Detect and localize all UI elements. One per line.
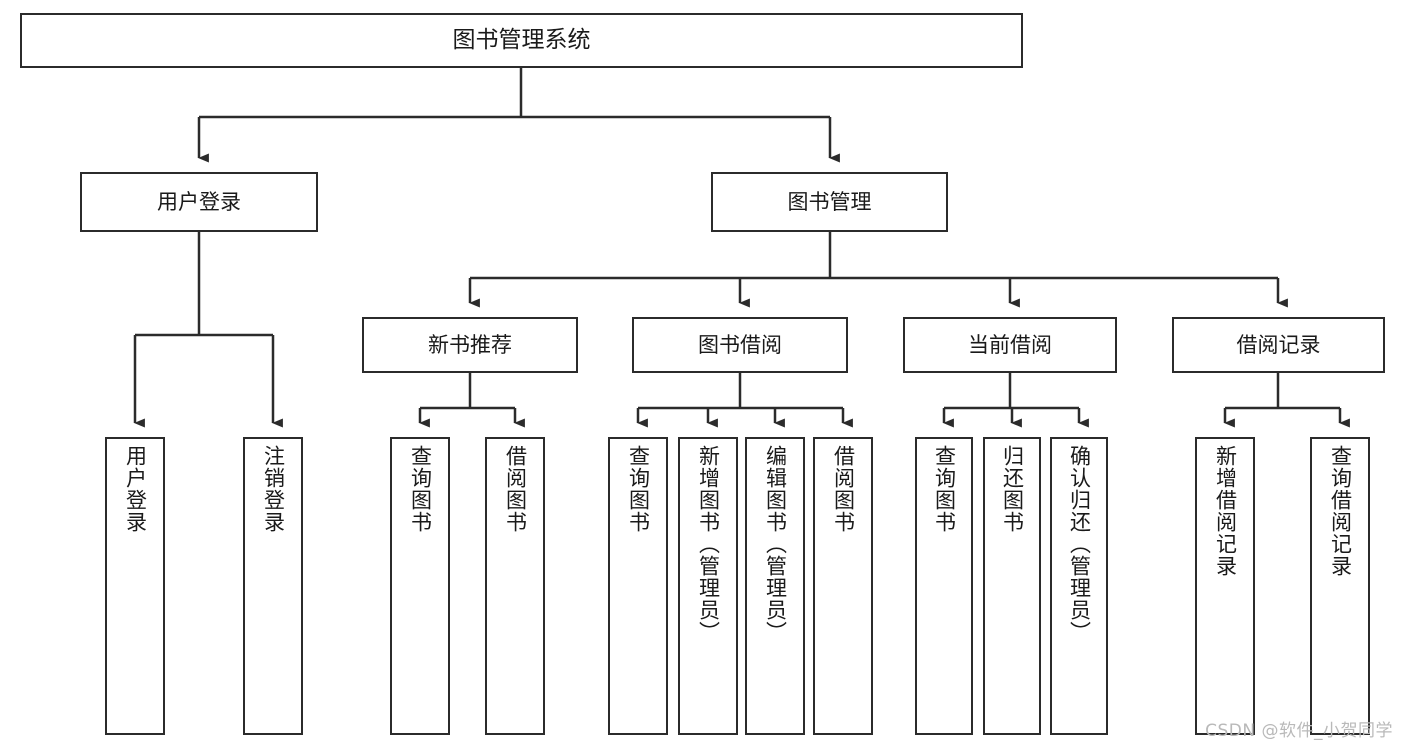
node-borrow-record[interactable]: 借阅记录 [1172, 317, 1385, 373]
leaf-query-book-3[interactable]: 查询图书 [915, 437, 973, 735]
node-root-label: 图书管理系统 [452, 26, 591, 53]
csdn-watermark: CSDN @软件_小贺同学 [1205, 721, 1393, 741]
leaf-add-book-label: 新增图书（管理员） [696, 445, 721, 643]
node-user-login[interactable]: 用户登录 [80, 172, 318, 232]
leaf-borrow-book-2-label: 借阅图书 [831, 445, 856, 533]
node-book-borrow[interactable]: 图书借阅 [632, 317, 848, 373]
node-user-login-label: 用户登录 [157, 189, 241, 214]
leaf-add-record-label: 新增借阅记录 [1213, 445, 1238, 577]
leaf-query-record[interactable]: 查询借阅记录 [1310, 437, 1370, 735]
leaf-return-book-label: 归还图书 [1000, 445, 1025, 533]
leaf-logout-label: 注销登录 [261, 445, 286, 533]
leaf-return-book[interactable]: 归还图书 [983, 437, 1041, 735]
node-root[interactable]: 图书管理系统 [20, 13, 1023, 68]
leaf-query-book-3-label: 查询图书 [932, 445, 957, 533]
leaf-user-login[interactable]: 用户登录 [105, 437, 165, 735]
node-borrow-record-label: 借阅记录 [1236, 332, 1321, 357]
leaf-user-login-label: 用户登录 [123, 445, 148, 533]
leaf-query-book-1-label: 查询图书 [408, 445, 433, 533]
node-current-borrow[interactable]: 当前借阅 [903, 317, 1117, 373]
leaf-query-book-2-label: 查询图书 [626, 445, 651, 533]
leaf-borrow-book-1[interactable]: 借阅图书 [485, 437, 545, 735]
leaf-confirm-return[interactable]: 确认归还（管理员） [1050, 437, 1108, 735]
leaf-confirm-return-label: 确认归还（管理员） [1067, 445, 1092, 643]
node-book-borrow-label: 图书借阅 [698, 332, 782, 357]
leaf-query-record-label: 查询借阅记录 [1328, 445, 1353, 577]
node-current-borrow-label: 当前借阅 [968, 332, 1052, 357]
leaf-add-book[interactable]: 新增图书（管理员） [678, 437, 738, 735]
leaf-query-book-2[interactable]: 查询图书 [608, 437, 668, 735]
leaf-borrow-book-1-label: 借阅图书 [503, 445, 528, 533]
leaf-borrow-book-2[interactable]: 借阅图书 [813, 437, 873, 735]
node-new-book-rec[interactable]: 新书推荐 [362, 317, 578, 373]
leaf-query-book-1[interactable]: 查询图书 [390, 437, 450, 735]
leaf-edit-book[interactable]: 编辑图书（管理员） [745, 437, 805, 735]
node-book-manage[interactable]: 图书管理 [711, 172, 948, 232]
node-new-book-rec-label: 新书推荐 [428, 332, 512, 357]
node-book-manage-label: 图书管理 [787, 189, 872, 214]
leaf-logout[interactable]: 注销登录 [243, 437, 303, 735]
leaf-edit-book-label: 编辑图书（管理员） [763, 445, 788, 643]
leaf-add-record[interactable]: 新增借阅记录 [1195, 437, 1255, 735]
